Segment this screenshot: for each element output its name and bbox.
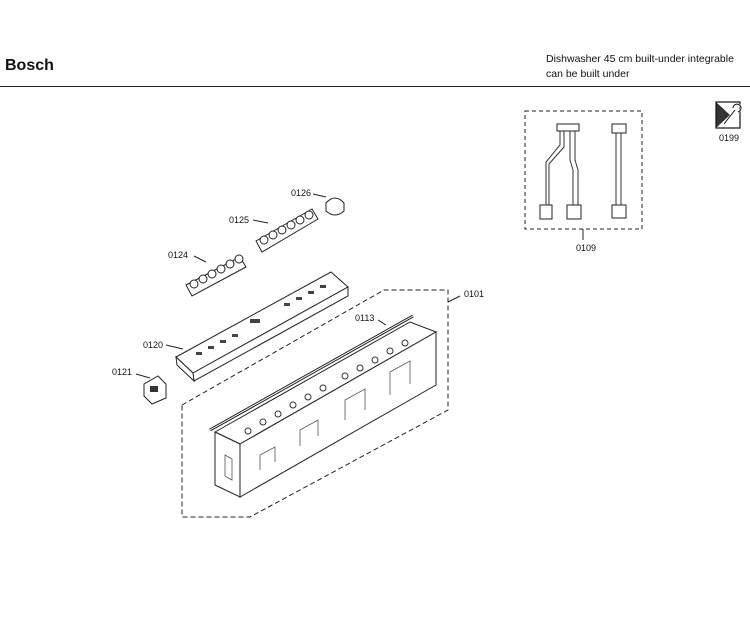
- part-label-0113[interactable]: 0121: [112, 367, 132, 377]
- control-module-0120[interactable]: [181, 289, 461, 518]
- brand-name: Bosch: [5, 57, 54, 74]
- part-label-0121[interactable]: 0113: [355, 313, 374, 323]
- wrench-icon[interactable]: [715, 101, 742, 129]
- description-line-2: can be built under: [546, 68, 630, 80]
- header-rule: [0, 86, 750, 87]
- part-label-0125[interactable]: 0125: [229, 215, 249, 225]
- part-label-0126[interactable]: 0126: [291, 188, 311, 198]
- part-label-0124[interactable]: 0124: [168, 250, 188, 260]
- seal-strip-0121[interactable]: [209, 314, 414, 432]
- model-description: Dishwasher 45 cm built-under integrable …: [546, 52, 734, 82]
- switch-0113[interactable]: [135, 373, 167, 405]
- knob-0126[interactable]: [312, 193, 345, 216]
- button-strip-0125[interactable]: [252, 208, 319, 253]
- part-label-0109[interactable]: 0109: [576, 243, 596, 253]
- part-label-0199[interactable]: 0199: [719, 133, 739, 143]
- cable-harness-0109[interactable]: [524, 110, 643, 240]
- control-panel-0101[interactable]: [165, 271, 349, 383]
- part-label-0101[interactable]: 0120: [143, 340, 163, 350]
- button-strip-0124[interactable]: [185, 254, 247, 297]
- description-line-1: Dishwasher 45 cm built-under integrable: [546, 53, 734, 65]
- part-label-0120[interactable]: 0101: [464, 289, 484, 299]
